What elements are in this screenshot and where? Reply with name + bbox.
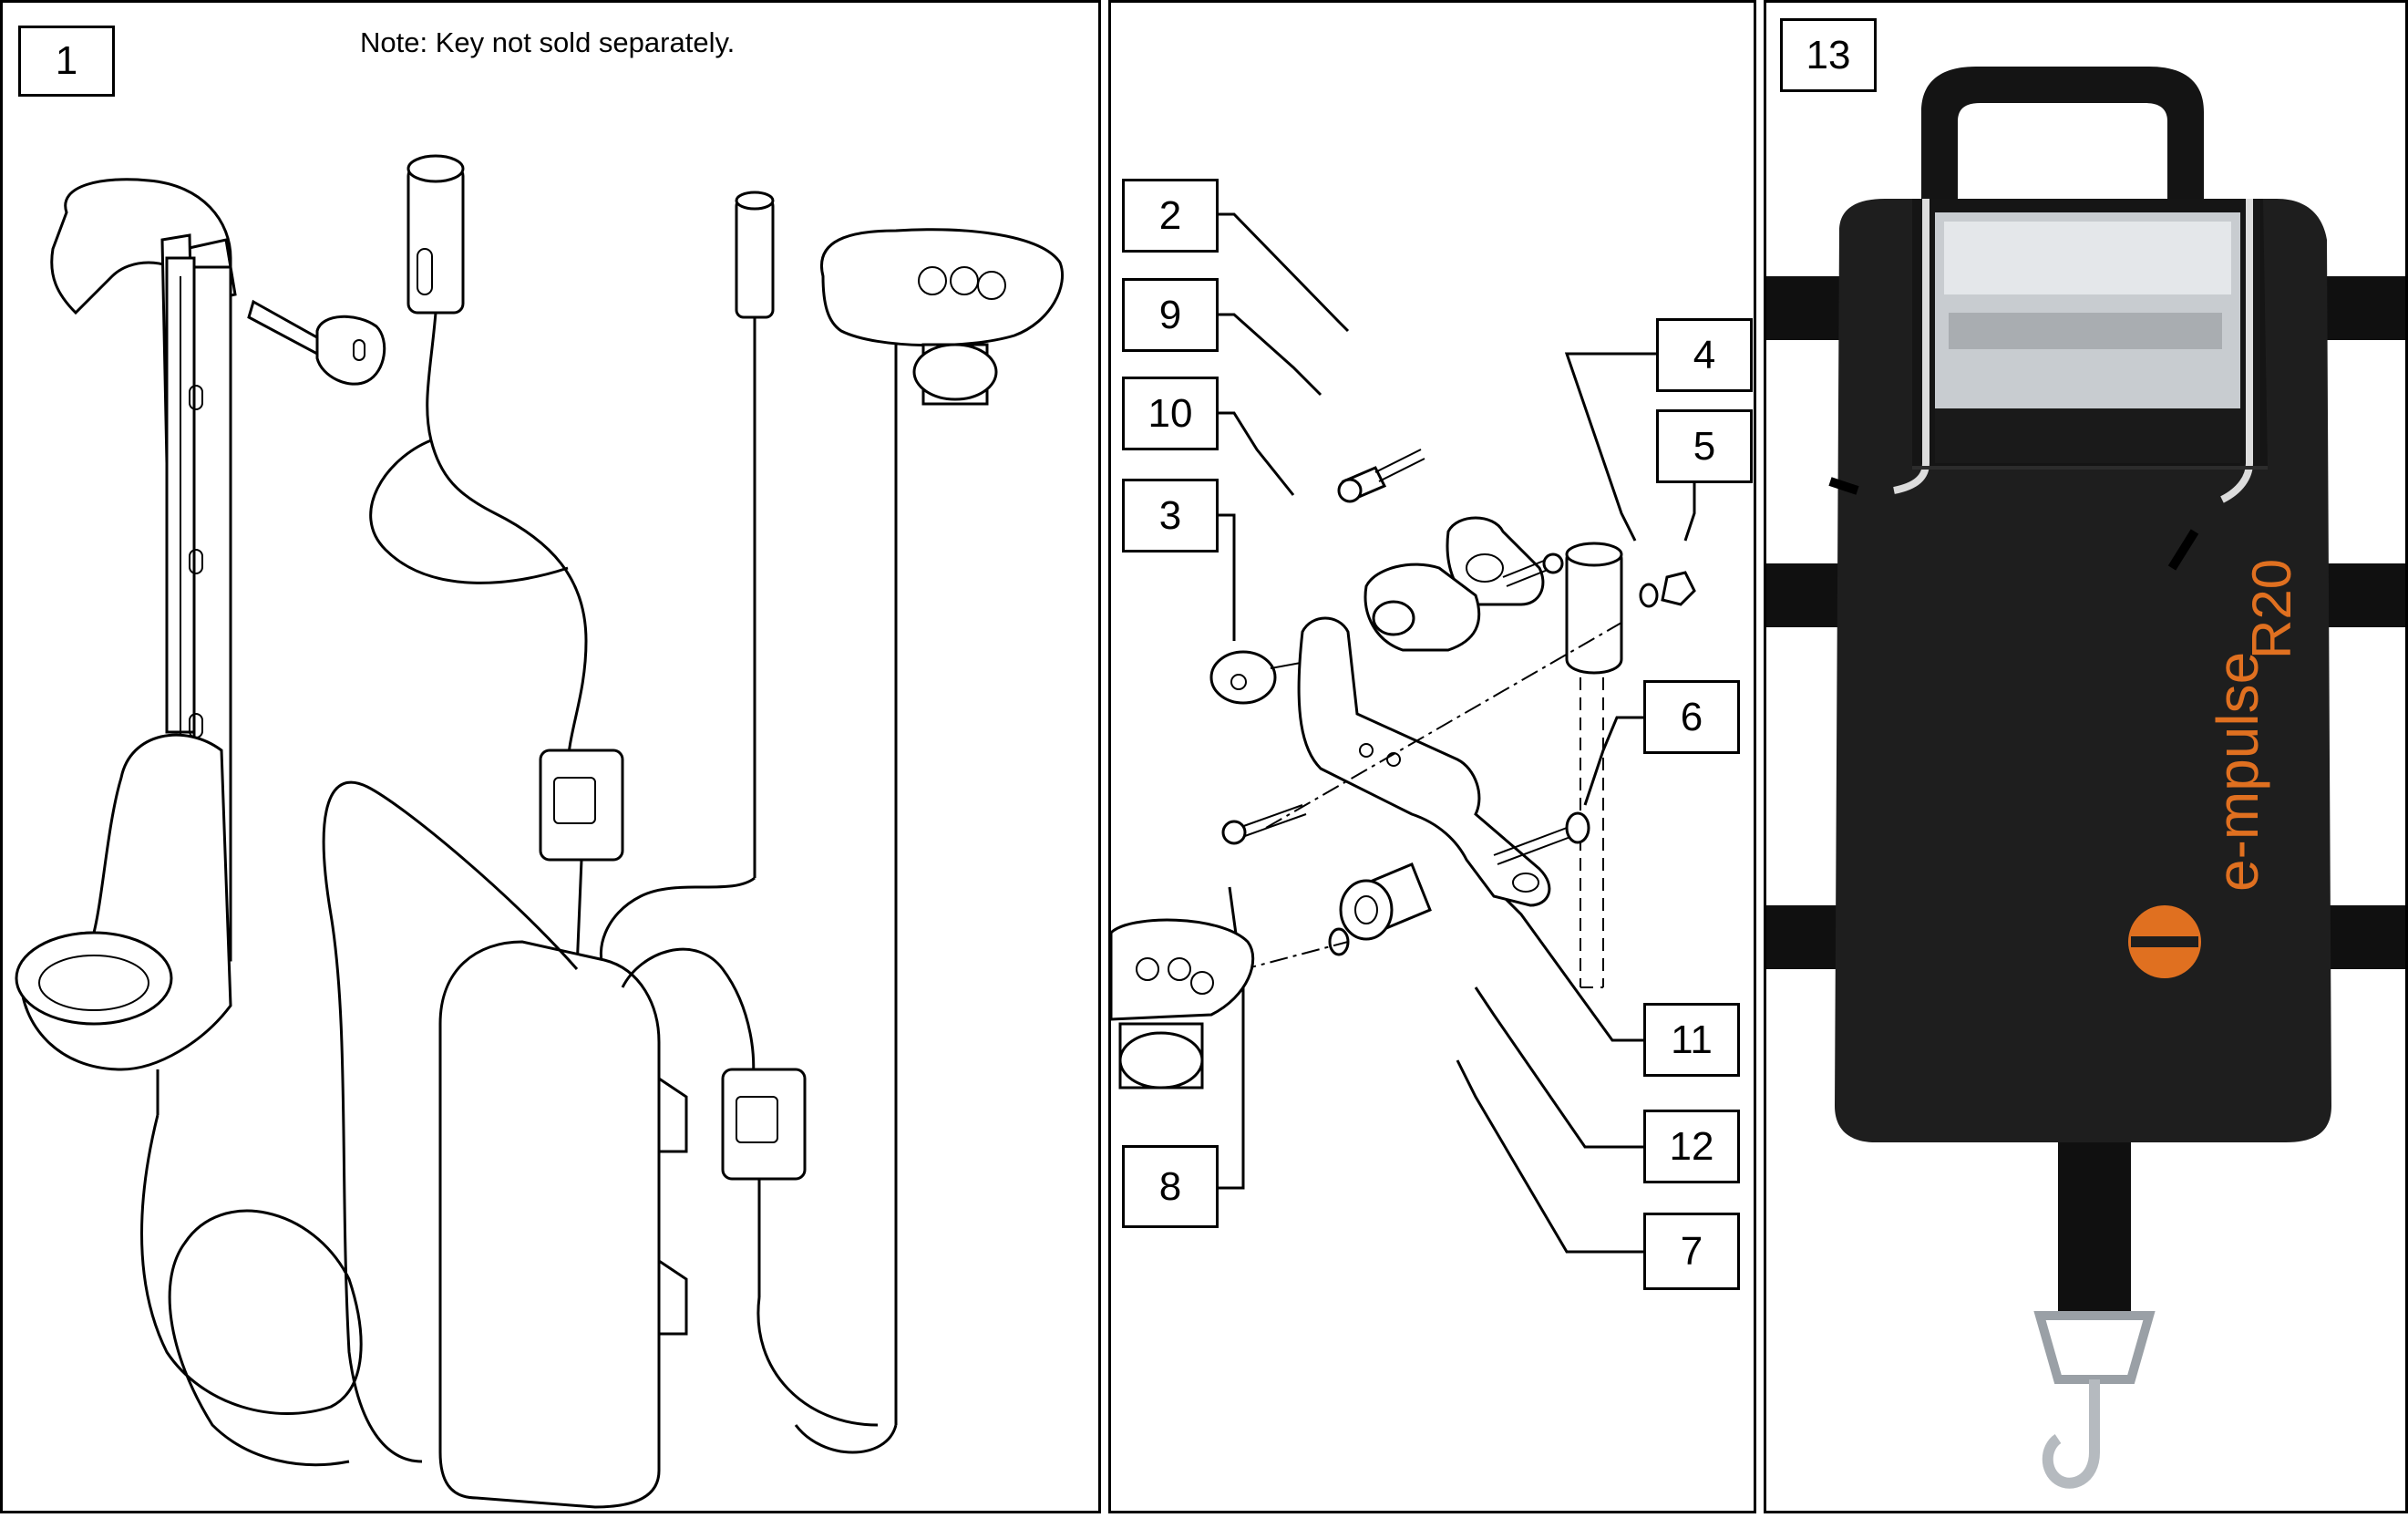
screw-8: [1221, 804, 1307, 845]
inline-connector-2: [721, 1068, 879, 1427]
callout-6: 6: [1643, 680, 1740, 754]
washer-4: [1639, 583, 1659, 608]
callout-12: 12: [1643, 1110, 1740, 1183]
control-box: [322, 780, 756, 1509]
panel-1: 1 Note: Key not sold separately.: [0, 0, 1101, 1513]
mounting-post: [1565, 542, 1623, 988]
pushbutton-switch-1: [369, 154, 588, 769]
knob-3: [1209, 650, 1322, 705]
screw-clamp: [1502, 552, 1564, 587]
clamp-10: [1364, 563, 1481, 652]
callout-4: 4: [1656, 318, 1753, 392]
callout-11: 11: [1643, 1003, 1740, 1077]
callout-2: 2: [1122, 179, 1219, 253]
screw-2: [1337, 449, 1425, 503]
inline-connector-1: [539, 749, 624, 970]
callout-8: 8: [1122, 1145, 1219, 1228]
callout-7: 7: [1643, 1213, 1740, 1290]
callout-5: 5: [1656, 409, 1753, 483]
zipper-left: [1893, 199, 1929, 494]
panel-2: 2 9 10 3 4 5 6 8 11 12 7: [1108, 0, 1756, 1513]
bottom-strap: [2058, 1142, 2131, 1316]
callout-13: 13: [1780, 18, 1877, 92]
callout-9: 9: [1122, 278, 1219, 352]
bag-handle: [1921, 67, 2204, 212]
brand-logo-icon: [2128, 905, 2201, 978]
display-module: [794, 228, 1065, 1454]
zipper-right: [2220, 199, 2253, 503]
spacer-12: [1339, 862, 1432, 941]
exploded-mount-drawing: [1111, 212, 1696, 1254]
pushbutton-switch-2: [599, 191, 775, 970]
panel-3: 13 e-mpulse R20: [1764, 0, 2408, 1513]
bolt-6: [1493, 811, 1590, 865]
key-icon: [247, 299, 386, 386]
callout-3: 3: [1122, 479, 1219, 552]
brand-text: e-mpulse: [2205, 651, 2270, 892]
callout-10: 10: [1122, 377, 1219, 450]
note-text: Note: Key not sold separately.: [360, 26, 736, 58]
display-module-partial: [1111, 918, 1255, 1089]
bracket-11: [1297, 616, 1551, 907]
model-text: R20: [2241, 558, 2302, 659]
nut-5: [1661, 571, 1696, 606]
hook-icon: [2033, 1311, 2156, 1489]
joystick-holder: [15, 178, 363, 1467]
callout-1: 1: [18, 26, 115, 97]
controller-assembly-drawing: [15, 154, 1065, 1509]
storage-bag-illustration: [1766, 67, 2405, 1489]
